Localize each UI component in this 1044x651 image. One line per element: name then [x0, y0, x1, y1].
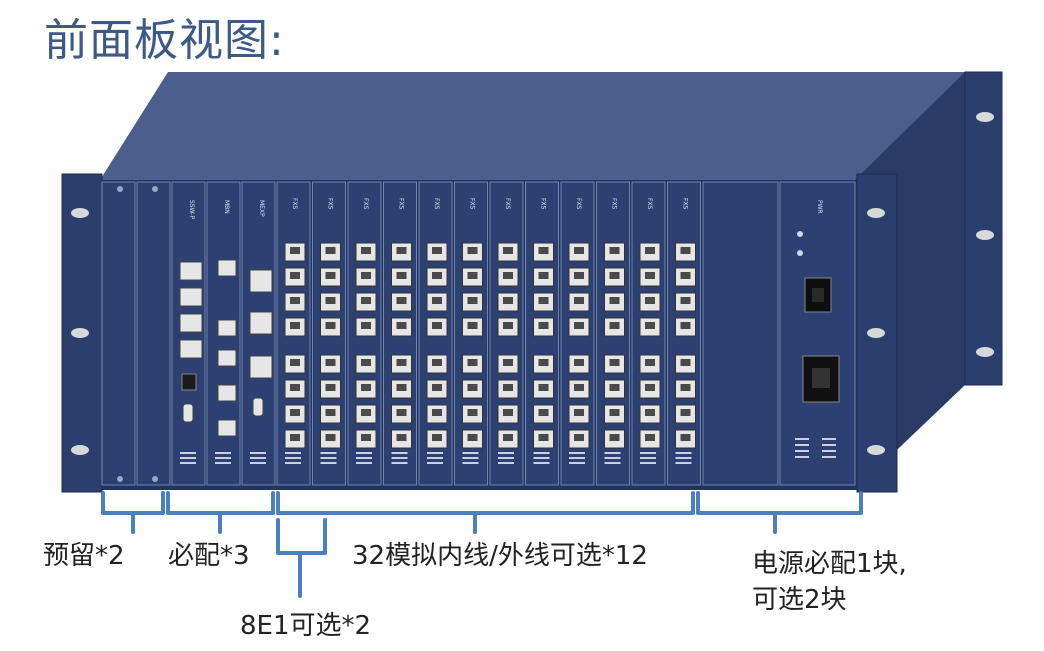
label-power-line1: 电源必配1块, — [752, 549, 907, 579]
label-e1: 8E1可选*2 — [240, 611, 372, 641]
card-mbn-label: MBN — [223, 200, 230, 214]
reserved-slot-2 — [136, 181, 171, 486]
bracket-e1 — [276, 518, 327, 598]
bracket-power — [696, 491, 863, 534]
fxs-card: FXS — [276, 181, 311, 486]
fxs-card: FXS — [489, 181, 524, 486]
chassis-top — [100, 72, 965, 180]
page-title: 前面板视图: — [44, 15, 285, 66]
fxs-card-label: FXS — [433, 198, 440, 210]
card-ssw-p-label: SSW-P — [188, 200, 195, 219]
bracket-required — [166, 491, 275, 534]
label-analog: 32模拟内线/外线可选*12 — [352, 541, 648, 571]
fxs-card: FXS — [454, 181, 488, 486]
card-mbn: MBN — [206, 181, 241, 486]
label-reserved: 预留*2 — [43, 541, 125, 571]
fxs-card-label: FXS — [327, 198, 334, 210]
fxs-card: FXS — [596, 181, 630, 486]
fxs-card: FXS — [667, 181, 701, 486]
fxs-card-label: FXS — [646, 198, 653, 210]
bracket-fxs — [276, 491, 695, 534]
fxs-card: FXS — [560, 181, 595, 486]
fxs-card: FXS — [631, 181, 666, 486]
rear-ear — [964, 71, 1003, 386]
card-pwr: PWR — [779, 181, 856, 486]
fxs-card: FXS — [347, 181, 382, 486]
fxs-card-label: FXS — [469, 198, 476, 210]
fxs-card-label: FXS — [540, 198, 547, 210]
fxs-card-label: FXS — [504, 198, 511, 210]
fxs-card-label: FXS — [682, 198, 689, 210]
empty-power-slot — [702, 181, 779, 486]
card-ssw-p: SSW-P — [171, 181, 206, 486]
label-required: 必配*3 — [168, 541, 250, 571]
label-power-line2: 可选2块 — [752, 585, 847, 615]
reserved-slot-1 — [101, 181, 136, 486]
fxs-card-label: FXS — [611, 198, 618, 210]
fxs-card-label: FXS — [291, 198, 298, 210]
fxs-card: FXS — [312, 181, 346, 486]
fxs-card: FXS — [418, 181, 453, 486]
fxs-card-group: FXS FXS FXS FXS FXS FXS FXS FXS FXS FXS FXS FXS — [276, 181, 701, 486]
card-mexp-label: MEXP — [258, 200, 265, 217]
fxs-card-label: FXS — [575, 198, 582, 210]
bracket-reserved — [101, 491, 165, 534]
fxs-card-label: FXS — [398, 198, 405, 210]
card-pwr-label: PWR — [816, 200, 823, 214]
card-mexp: MEXP — [241, 181, 276, 486]
fxs-card: FXS — [525, 181, 559, 486]
fxs-card-label: FXS — [362, 198, 369, 210]
fxs-card: FXS — [383, 181, 417, 486]
